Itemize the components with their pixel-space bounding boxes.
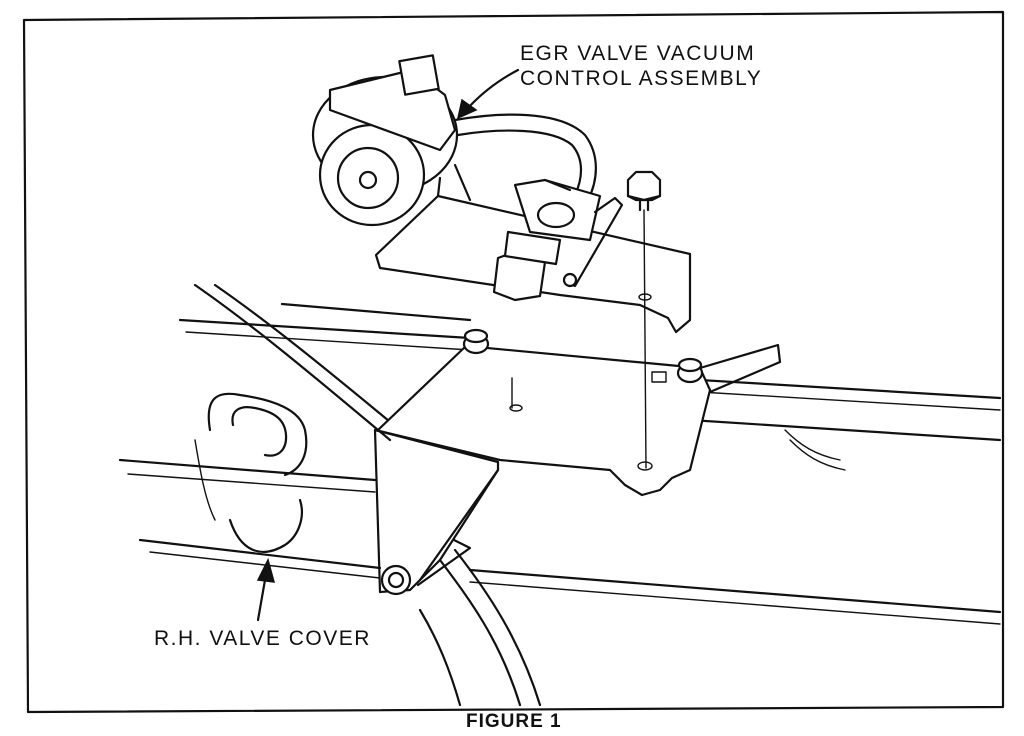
callout-arrows [256,68,520,622]
valve-cover [194,392,308,553]
bolt [626,170,662,469]
egr-vacuum-control-assembly [311,54,692,334]
engine-block [118,283,1002,707]
figure-border [22,10,1005,714]
egr-valve-label-line2: CONTROL ASSEMBLY [520,67,763,90]
figure-caption: FIGURE 1 [466,711,562,732]
egr-valve-label-line1: EGR VALVE VACUUM [520,42,756,65]
valve-cover-label: R.H. VALVE COVER [154,627,371,650]
mounting-bracket [373,328,782,596]
